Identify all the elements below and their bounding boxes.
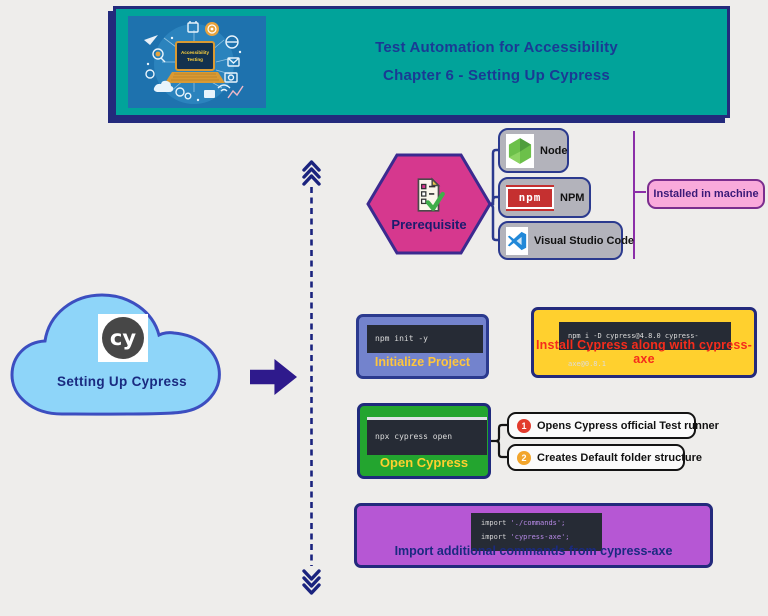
- step-import-commands: import './commands'; import 'cypress-axe…: [354, 503, 713, 568]
- camera-icon: [224, 72, 238, 83]
- cloud-label: Setting Up Cypress: [57, 374, 187, 389]
- nodejs-icon: [508, 137, 532, 164]
- step-label: Initialize Project: [374, 355, 471, 369]
- prereq-item-npm: npm NPM: [498, 177, 591, 218]
- callout-folder-structure: 2 Creates Default folder structure: [507, 444, 702, 471]
- folder-icon: [204, 90, 215, 98]
- prereq-item-vscode: Visual Studio Code: [498, 221, 634, 260]
- installed-bracket: [633, 131, 646, 259]
- calendar-icon: [187, 22, 199, 33]
- header-banner: Accessibility Testing: [113, 6, 730, 118]
- prereq-item-node: Node: [498, 128, 569, 173]
- terminal-open-command: npx cypress open: [367, 417, 487, 455]
- step-label: Open Cypress: [379, 455, 469, 470]
- wifi-icon: [217, 84, 231, 89]
- magnifier-icon: [152, 48, 164, 60]
- circle-icon: [145, 69, 155, 79]
- step-install-cypress: npm i -D cypress@4.8.0 cypress-axe@0.8.1…: [531, 307, 757, 378]
- callout-test-runner: 1 Opens Cypress official Test runner: [507, 412, 719, 439]
- gear-icon: [175, 87, 185, 97]
- prereq-item-label: NPM: [560, 191, 585, 204]
- npm-icon: npm: [506, 184, 554, 211]
- prerequisite-node: Prerequisite: [366, 153, 492, 255]
- title-line-2: Chapter 6 - Setting Up Cypress: [383, 67, 610, 84]
- cypress-logo: cy: [98, 314, 148, 362]
- terminal-install-command: npm i -D cypress@4.8.0 cypress-axe@0.8.1: [559, 322, 731, 368]
- step-label: Install Cypress along with cypress-axe: [535, 338, 753, 366]
- step-label: Import additional commands from cypress-…: [394, 544, 673, 558]
- laptop-icon: Accessibility Testing: [165, 41, 225, 83]
- vscode-icon: [507, 231, 527, 250]
- step-initialize-project: npm init -y Initialize Project: [356, 314, 489, 379]
- dashed-divider: [302, 160, 321, 595]
- prereq-item-label: Node: [540, 144, 568, 157]
- prerequisite-label: Prerequisite: [391, 217, 467, 232]
- svg-text:Testing: Testing: [187, 57, 203, 62]
- setting-up-cypress-cloud: cy Setting Up Cypress: [4, 282, 240, 422]
- terminal-init-command: npm init -y: [367, 325, 483, 353]
- page-title: Test Automation for Accessibility Chapte…: [266, 34, 727, 90]
- trend-line-icon: [227, 85, 244, 99]
- accessibility-illustration: Accessibility Testing: [128, 16, 266, 108]
- callout-bracket: [491, 423, 507, 459]
- badge-1-icon: 1: [517, 418, 531, 433]
- mail-icon: [227, 57, 240, 67]
- terminal-import-code: import './commands'; import 'cypress-axe…: [471, 513, 602, 551]
- paper-plane-icon: [144, 35, 158, 45]
- code-line: import './commands';: [481, 519, 566, 527]
- code-line: import 'cypress-axe';: [481, 532, 570, 541]
- step-open-cypress: npx cypress open Open Cypress: [357, 403, 491, 479]
- badge-2-icon: 2: [517, 450, 531, 465]
- svg-text:Accessibility: Accessibility: [181, 50, 210, 55]
- prereq-item-label: Visual Studio Code: [534, 234, 635, 247]
- checklist-icon: [417, 177, 445, 212]
- cloud-icon: [153, 80, 174, 92]
- title-line-1: Test Automation for Accessibility: [375, 39, 618, 57]
- installed-annotation: Installed in machine: [647, 179, 765, 209]
